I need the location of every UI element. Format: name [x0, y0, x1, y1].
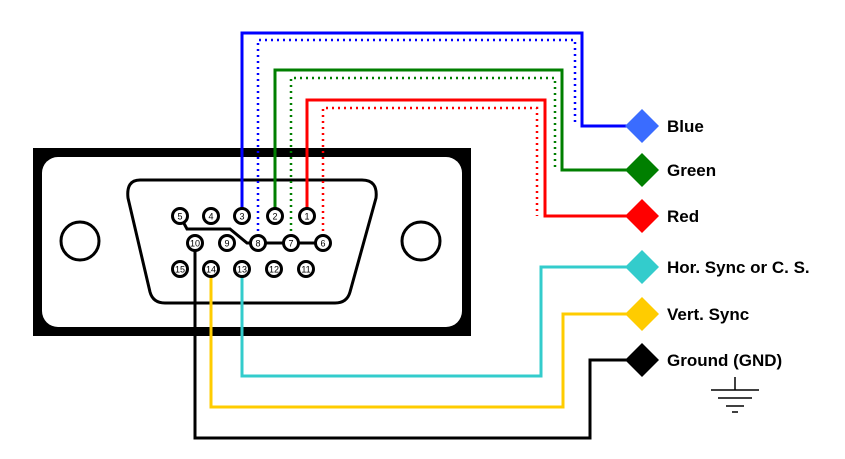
svg-text:15: 15	[175, 265, 185, 275]
wires	[178, 31, 630, 440]
wire-green	[289, 76, 557, 243]
legend-item-5: Ground (GND)	[625, 343, 782, 377]
pin-5: 5	[171, 207, 189, 225]
wire-ground-bridge	[178, 215, 323, 245]
signal-label: Vert. Sync	[667, 305, 749, 324]
diamond-marker-icon	[625, 109, 659, 143]
signal-label: Red	[667, 207, 699, 226]
legend-item-3: Hor. Sync or C. S.	[625, 250, 810, 284]
svg-text:6: 6	[320, 239, 325, 249]
wire-red	[321, 106, 539, 243]
svg-text:13: 13	[237, 265, 247, 275]
svg-text:1: 1	[304, 212, 309, 222]
diamond-marker-icon	[625, 153, 659, 187]
pin-13: 13	[233, 260, 251, 278]
wire-blue	[256, 38, 577, 243]
svg-text:14: 14	[206, 265, 216, 275]
mount-hole-right	[400, 220, 442, 262]
pin-11: 11	[297, 260, 315, 278]
wire-ground-gnd-	[240, 265, 630, 378]
legend-item-0: Blue	[625, 109, 704, 143]
diamond-marker-icon	[625, 199, 659, 233]
signal-label: Hor. Sync or C. S.	[667, 258, 810, 277]
pin-7: 7	[282, 234, 300, 252]
pin-15: 15	[171, 260, 189, 278]
svg-text:8: 8	[255, 239, 260, 249]
pin-8: 8	[249, 234, 267, 252]
signal-label: Green	[667, 161, 716, 180]
wire-ground-gnd-	[193, 243, 630, 440]
svg-text:4: 4	[208, 212, 213, 222]
wire-ground-gnd-	[209, 269, 630, 409]
svg-text:7: 7	[288, 239, 293, 249]
mount-hole-left	[59, 220, 101, 262]
wire-blue	[240, 31, 630, 216]
wire-green	[273, 68, 630, 216]
pin-9: 9	[218, 234, 236, 252]
diamond-marker-icon	[625, 250, 659, 284]
pin-1: 1	[298, 207, 316, 225]
diamond-marker-icon	[625, 297, 659, 331]
pin-6: 6	[314, 234, 332, 252]
signal-label: Blue	[667, 117, 704, 136]
signal-label: Ground (GND)	[667, 351, 782, 370]
ground-symbol-icon	[711, 377, 759, 413]
pin-10: 10	[186, 234, 204, 252]
svg-text:5: 5	[177, 212, 182, 222]
pin-14: 14	[202, 260, 220, 278]
legend-item-1: Green	[625, 153, 716, 187]
pin-3: 3	[233, 207, 251, 225]
diamond-marker-icon	[625, 343, 659, 377]
svg-text:11: 11	[301, 265, 310, 275]
legend-item-2: Red	[625, 199, 699, 233]
svg-text:2: 2	[272, 212, 277, 222]
svg-text:3: 3	[239, 212, 244, 222]
svg-text:12: 12	[269, 265, 279, 275]
pin-12: 12	[265, 260, 283, 278]
wire-red	[305, 98, 630, 218]
pin-4: 4	[202, 207, 220, 225]
legend-item-4: Vert. Sync	[625, 297, 749, 331]
pins: 5 4 3 2 1 10 9 8 7 6 15 14 13 12 11	[171, 207, 332, 278]
svg-text:10: 10	[190, 239, 200, 249]
pin-2: 2	[266, 207, 284, 225]
svg-text:9: 9	[224, 239, 229, 249]
